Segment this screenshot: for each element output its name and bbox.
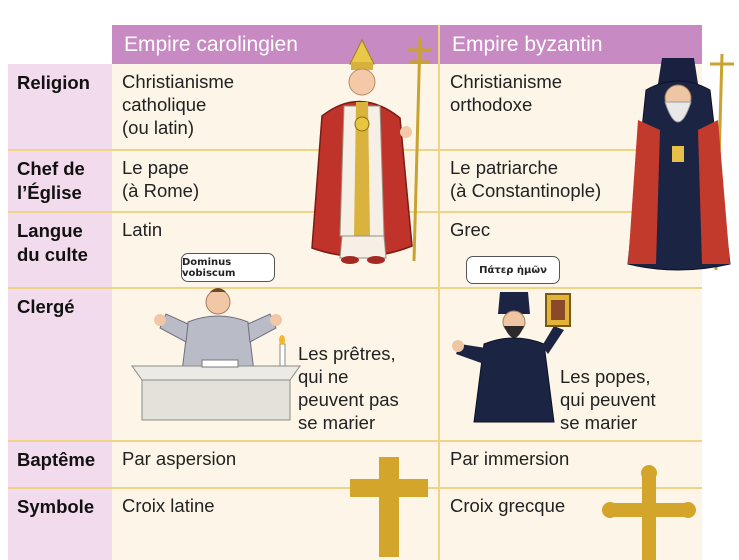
cell-byzantine-baptism: Par immersion (440, 441, 702, 488)
header-carolingian: Empire carolingien (112, 25, 438, 64)
byzantine-cross-icon (602, 465, 696, 560)
pope-figure-icon (311, 37, 432, 264)
row-label-religion: Religion (8, 64, 112, 150)
header-byzantine: Empire byzantin (440, 25, 702, 64)
cell-byzantine-symbol: Croix grecque (440, 488, 702, 560)
row-label-church-head: Chef de l’Église (8, 150, 112, 212)
grid-line (8, 440, 702, 442)
orthodox-priest-icon (452, 292, 571, 423)
patriarch-figure-icon (627, 53, 734, 271)
clergy-carolingian-text: Les prêtres, qui ne peuvent pas se marie… (298, 343, 399, 433)
row-label-worship-language: Langue du culte (8, 212, 112, 288)
priest-altar-icon (131, 288, 301, 421)
row-label-baptism: Baptême (8, 441, 112, 488)
latin-cross-icon (350, 457, 428, 557)
clergy-byzantine-text: Les popes, qui peuvent se marier (560, 366, 656, 433)
header-carolingian-label: Empire carolingien (124, 33, 298, 56)
grid-line (438, 25, 440, 560)
row-label-symbol: Symbole (8, 488, 112, 560)
grid-line (8, 287, 702, 289)
pope-speech-bubble: Πάτερ ἡμῶν (466, 256, 560, 284)
row-label-clergy: Clergé (8, 288, 112, 441)
priest-speech-bubble: Dominus vobiscum (181, 253, 275, 282)
header-byzantine-label: Empire byzantin (452, 33, 603, 56)
